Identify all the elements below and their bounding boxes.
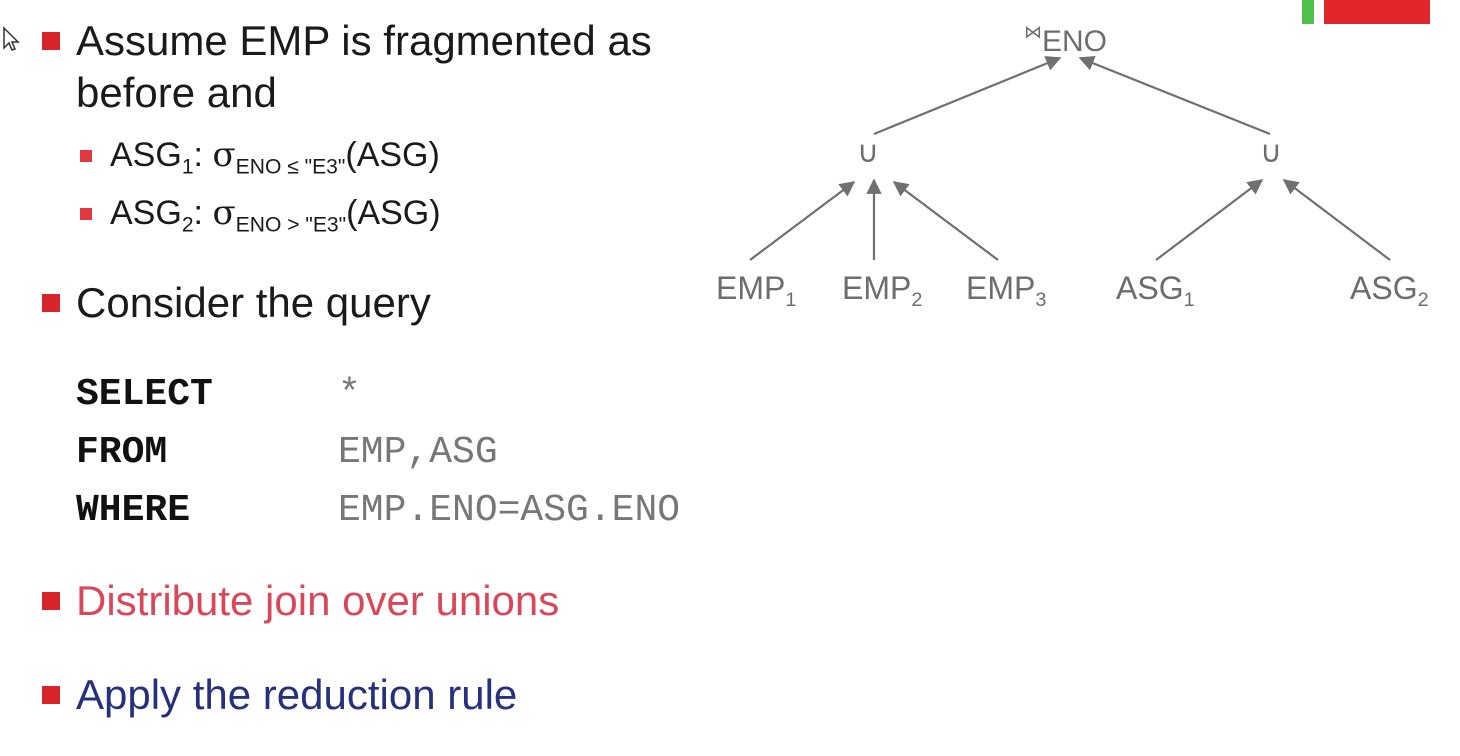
leaf-emp2: EMP2 <box>842 270 923 311</box>
sub-bullet-asg2: ASG2: σENO > "E3"(ASG) <box>110 193 441 237</box>
join-node: ⋈ENO <box>1024 22 1108 58</box>
sub-bullet-marker <box>80 208 92 220</box>
sql-select-keyword: SELECT <box>76 373 213 416</box>
corner-mark-red <box>1324 0 1430 24</box>
bullet-marker <box>42 32 60 50</box>
edge-emp3-to-union1 <box>892 181 999 261</box>
leaf-emp3: EMP3 <box>966 270 1047 311</box>
leaf-asg1: ASG1 <box>1116 270 1195 311</box>
bullet-reduction-rule: Apply the reduction rule <box>76 671 518 718</box>
bullet-marker <box>42 592 60 610</box>
edge-asg2-to-union2 <box>1282 179 1391 261</box>
sub-bullet-marker <box>80 150 92 162</box>
join-icon: ⋈ <box>1024 22 1042 43</box>
union-node-left: ∪ <box>857 135 879 170</box>
sub-bullet-asg1: ASG1: σENO ≤ "E3"(ASG) <box>110 135 440 179</box>
union-node-right: ∪ <box>1260 135 1282 170</box>
sql-where-keyword: WHERE <box>76 489 191 532</box>
corner-mark-green <box>1302 0 1314 24</box>
bullet-marker <box>42 686 60 704</box>
bullet-marker <box>42 294 60 312</box>
sql-select-value: * <box>338 373 361 416</box>
leaf-asg2: ASG2 <box>1350 270 1429 311</box>
edge-emp1-to-union1 <box>749 181 856 261</box>
sql-from-keyword: FROM <box>76 431 168 474</box>
sql-where-value: EMP.ENO=ASG.ENO <box>338 489 681 532</box>
bullet-consider: Consider the query <box>76 279 431 326</box>
edge-union1-to-join <box>873 56 1062 136</box>
bullet-distribute-join: Distribute join over unions <box>76 577 560 624</box>
leaf-emp1: EMP1 <box>716 270 797 311</box>
bullet-assume-line1: Assume EMP is fragmented as <box>76 17 652 64</box>
sql-from-value: EMP,ASG <box>338 431 498 474</box>
edge-asg1-to-union2 <box>1155 179 1264 261</box>
edge-union2-to-join <box>1078 55 1271 136</box>
move-cursor-icon <box>3 26 20 51</box>
bullet-assume-line2: before and <box>76 69 277 116</box>
